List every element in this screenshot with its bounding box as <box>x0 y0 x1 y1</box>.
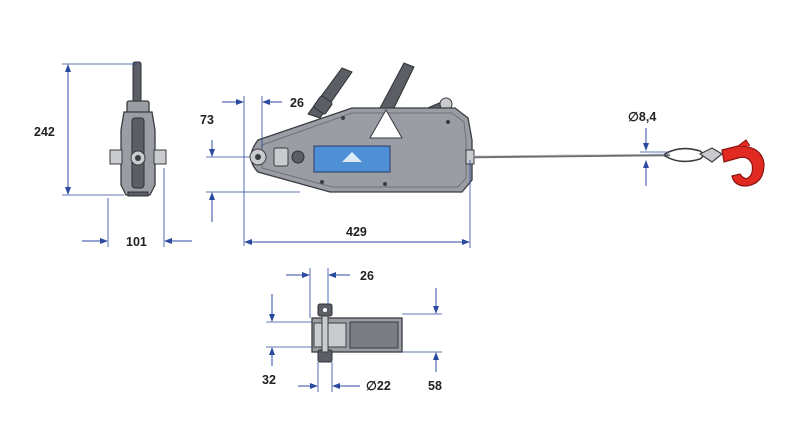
front-view-lock <box>273 147 289 167</box>
rope-thimble <box>664 147 704 163</box>
label-width-side: 101 <box>126 235 147 249</box>
wire-rope <box>473 153 671 159</box>
top-view-inner <box>349 321 399 349</box>
label-height-total: 242 <box>34 125 55 139</box>
dim-height-anchor: 73 <box>200 113 300 222</box>
front-view-triangle-logo <box>369 108 403 139</box>
rivet <box>446 120 450 124</box>
side-view-left-pin <box>109 149 123 165</box>
top-view-pin-hole <box>323 308 327 312</box>
dim-anchor-offset: 26 <box>222 96 304 246</box>
label-pin-spacing: 32 <box>262 373 276 387</box>
rivet <box>320 180 324 184</box>
dim-pin-offset: 26 <box>286 268 374 318</box>
dim-cable-diameter: ∅8,4 <box>628 110 668 186</box>
front-view-lever-front <box>379 62 415 113</box>
side-view-lever <box>132 61 142 105</box>
label-pin-diameter: ∅22 <box>366 379 391 393</box>
dim-anchor-width: 58 <box>402 288 442 393</box>
dim-pin-spacing: 32 <box>262 294 312 387</box>
side-view-right-pin <box>153 149 167 165</box>
front-view <box>249 62 765 193</box>
hook-swivel <box>698 147 724 163</box>
rivet <box>341 116 345 120</box>
load-hook <box>721 145 765 187</box>
top-view-fork <box>313 322 347 348</box>
dim-length-body: 429 <box>244 160 471 248</box>
side-view-top-cap <box>126 100 150 114</box>
side-view-pin-hole <box>135 155 141 161</box>
wire-rope-highlight <box>473 153 671 157</box>
label-length-body: 429 <box>346 225 367 239</box>
hook-latch <box>737 139 751 147</box>
label-anchor-width: 58 <box>428 379 442 393</box>
front-view-label-mark <box>342 152 362 162</box>
top-view <box>311 303 403 363</box>
label-cable-diameter: ∅8,4 <box>628 110 656 124</box>
label-anchor-offset: 26 <box>290 96 304 110</box>
front-view-bolt <box>291 150 305 164</box>
label-pin-offset: 26 <box>360 269 374 283</box>
dim-width-side: 101 <box>82 168 192 249</box>
side-view <box>109 61 167 197</box>
front-view-lever-rear-foot <box>313 95 333 115</box>
dim-height-total: 242 <box>34 63 138 196</box>
front-view-anchor-hole <box>255 154 261 160</box>
top-view-pin-shaft <box>321 315 329 353</box>
dim-pin-diameter: ∅22 <box>298 362 391 393</box>
label-height-anchor: 73 <box>200 113 214 127</box>
side-view-base <box>127 191 149 197</box>
rivet <box>383 182 387 186</box>
